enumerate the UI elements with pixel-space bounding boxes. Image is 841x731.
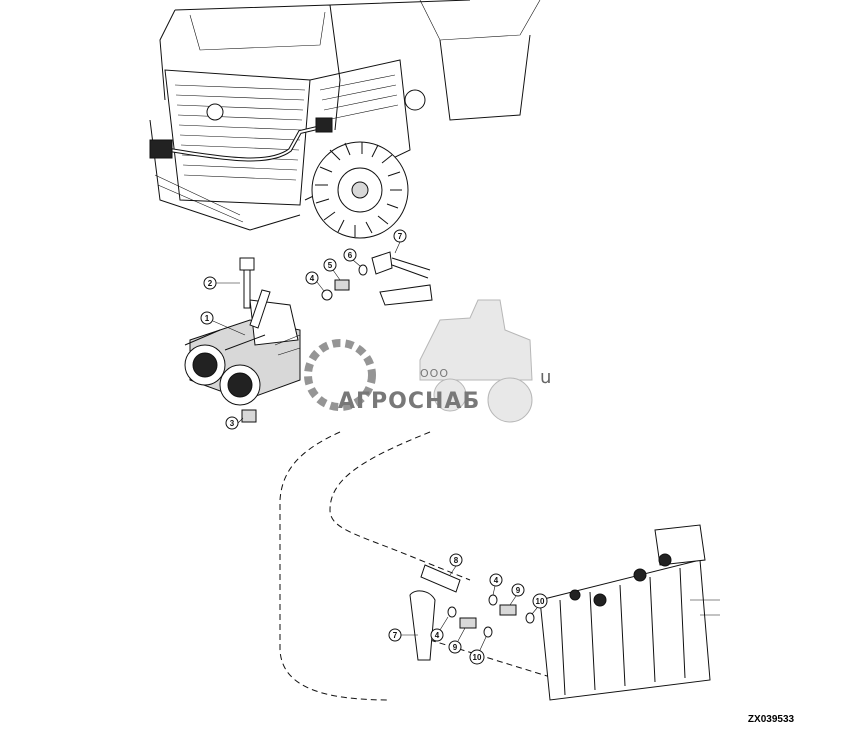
- callout-9-right: 9: [509, 583, 525, 606]
- callout-8: 8: [449, 553, 463, 576]
- svg-text:2: 2: [208, 279, 213, 288]
- reference-code: ZX039533: [748, 714, 795, 725]
- svg-text:9: 9: [453, 643, 458, 652]
- svg-text:1: 1: [205, 314, 210, 323]
- upper-fittings: [321, 251, 433, 306]
- svg-text:ООО: ООО: [420, 367, 449, 380]
- callout-2: 2: [203, 276, 240, 290]
- callout-4: 4: [305, 271, 325, 292]
- nut-part: [241, 409, 257, 423]
- callout-1: 1: [200, 311, 246, 336]
- svg-text:9: 9: [516, 586, 521, 595]
- svg-text:5: 5: [328, 261, 333, 270]
- svg-text:7: 7: [398, 232, 403, 241]
- grille-lines: [174, 84, 306, 181]
- svg-text:4: 4: [310, 274, 315, 283]
- svg-text:4: 4: [435, 631, 440, 640]
- svg-text:4: 4: [494, 576, 499, 585]
- svg-text:u: u: [540, 367, 551, 388]
- selective-control-valve-coupler: [184, 289, 301, 406]
- svg-text:7: 7: [393, 631, 398, 640]
- callout-7-lower: 7: [388, 628, 418, 642]
- gear-icon: [304, 339, 376, 411]
- tire-tread: [315, 142, 402, 237]
- svg-text:10: 10: [473, 653, 482, 662]
- bolt-part: [239, 257, 255, 309]
- tractor-illustration: [149, 0, 541, 239]
- callout-6: 6: [343, 248, 361, 267]
- lower-fittings: [409, 564, 535, 661]
- callout-5: 5: [323, 258, 341, 281]
- callout-10-left: 10: [469, 636, 487, 665]
- svg-text:6: 6: [348, 251, 353, 260]
- callout-10-right: 10: [531, 593, 548, 615]
- svg-text:3: 3: [230, 419, 235, 428]
- callout-3: 3: [225, 416, 244, 430]
- svg-text:8: 8: [454, 556, 459, 565]
- callout-4-left: 4: [430, 616, 449, 642]
- combine-harvester-icon: [419, 299, 533, 423]
- callout-9-left: 9: [448, 627, 466, 654]
- svg-text:АГРОСНАБ: АГРОСНАБ: [338, 389, 480, 414]
- watermark: ООО АГРОСНАБ u: [304, 299, 551, 423]
- svg-text:10: 10: [536, 597, 545, 606]
- callout-7-upper: 7: [393, 229, 407, 254]
- valve-stack: [539, 524, 720, 701]
- callout-4-right: 4: [489, 573, 503, 596]
